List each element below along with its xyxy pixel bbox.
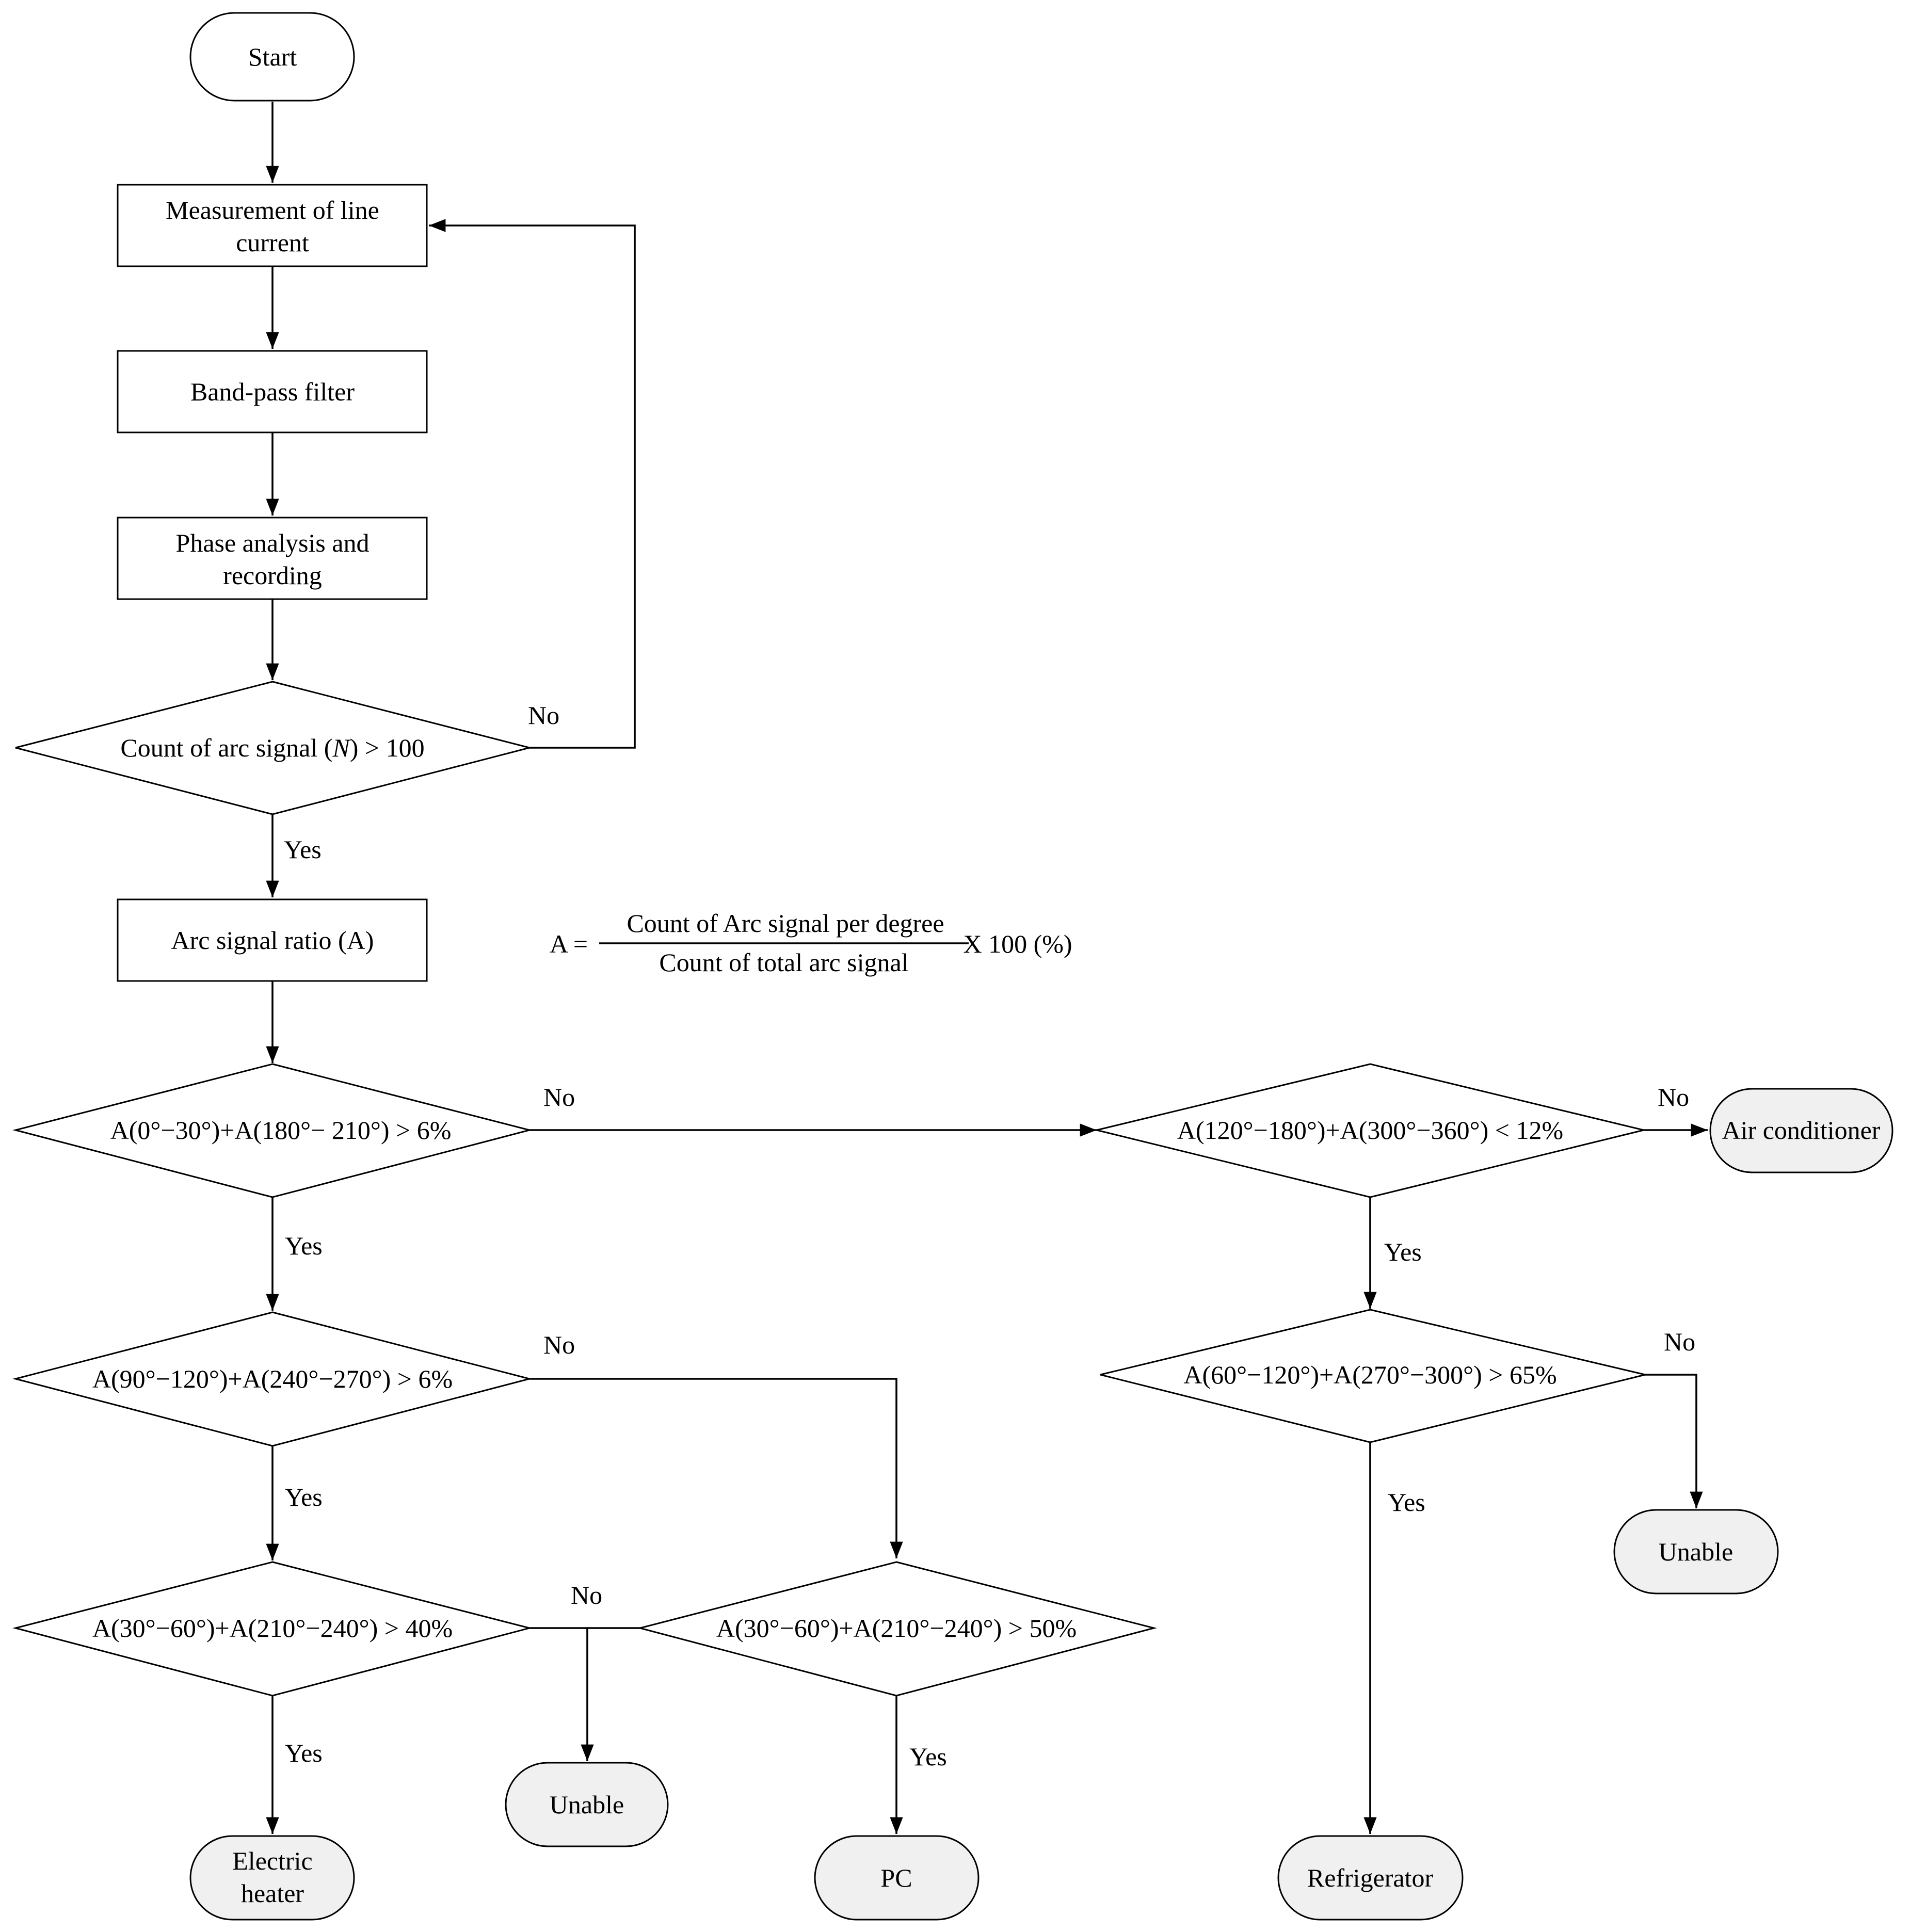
electric-heater-shape [189,1835,355,1921]
formula-rhs: X 100 (%) [963,929,1072,958]
label-d2-no: No [543,1330,575,1359]
label-d5-no: No [1658,1083,1689,1112]
measurement-label-line1: Measurement of line [166,196,379,224]
decision-6-diamond [1100,1309,1646,1443]
start-terminal: Start [189,12,355,102]
edge-d6-no [1645,1374,1703,1508]
terminal-refrigerator: Refrigerator [1277,1835,1464,1921]
nodes: Start Measurement of line current Band-p… [12,12,1893,1921]
decision-3-diamond [12,1561,533,1697]
count-label-prefix: Count of arc signal ( [120,733,332,762]
unable-right-label: Unable [1659,1537,1733,1566]
terminal-electric-heater: Electric heater [189,1835,355,1921]
label-d6-no: No [1664,1327,1695,1356]
measurement-box [117,184,428,267]
electric-heater-label-line1: Electric [232,1846,312,1875]
refrigerator-shape [1277,1835,1464,1921]
unable-middle-label: Unable [550,1790,624,1819]
ratio-formula: A = Count of Arc signal per degree Count… [550,909,1072,977]
edge-d3-no [529,1627,594,1761]
edge-d2-no [529,1378,903,1558]
label-d6-yes: Yes [1388,1488,1425,1517]
decision-3-label: A(30°−60°)+A(210°−240°) > 40% [92,1614,453,1643]
decision-4-label: A(30°−60°)+A(210°−240°) > 50% [716,1614,1077,1643]
count-label-var: N [332,733,351,762]
edges [266,102,1708,1834]
terminal-air-conditioner: Air conditioner [1709,1088,1893,1173]
terminal-unable-right: Unable [1613,1509,1779,1595]
label-d3-no: No [571,1581,602,1609]
formula-denominator: Count of total arc signal [659,948,908,977]
phase-label-line1: Phase analysis and [176,528,370,557]
decision-1: A(0°−30°)+A(180°− 210°) > 6% [12,1063,533,1198]
air-conditioner-label: Air conditioner [1722,1116,1881,1145]
count-decision: Count of arc signal (N) > 100 [15,681,530,815]
decision-4: A(30°−60°)+A(210°−240°) > 50% [637,1561,1157,1697]
measurement-process: Measurement of line current [117,184,428,267]
bandpass-process: Band-pass filter [117,350,428,433]
decision-5-diamond [1096,1063,1644,1198]
decision-6-label: A(60°−120°)+A(270°−300°) > 65% [1183,1360,1556,1389]
decision-4-diamond [637,1561,1157,1697]
electric-heater-label-line2: heater [241,1879,304,1908]
label-d3-yes: Yes [285,1738,323,1767]
terminal-pc: PC [814,1835,980,1921]
decision-1-label: A(0°−30°)+A(180°− 210°) > 6% [110,1116,452,1145]
ratio-label: Arc signal ratio (A) [171,926,374,955]
count-label: Count of arc signal (N) > 100 [120,733,424,762]
unable-right-shape [1613,1509,1779,1595]
bandpass-box [117,350,428,433]
label-d2-yes: Yes [285,1483,323,1511]
label-count-yes: Yes [284,835,322,864]
decision-6: A(60°−120°)+A(270°−300°) > 65% [1100,1309,1646,1443]
phase-label-line2: recording [223,561,322,590]
unable-middle-shape [505,1762,669,1847]
decision-2: A(90°−120°)+A(240°−270°) > 6% [12,1311,533,1447]
air-conditioner-shape [1709,1088,1893,1173]
start-label: Start [248,42,297,71]
label-d1-no: No [543,1083,575,1112]
label-d1-yes: Yes [285,1231,323,1260]
label-count-no: No [528,701,559,730]
terminal-unable-middle: Unable [505,1762,669,1847]
phase-process: Phase analysis and recording [117,517,428,600]
decision-5: A(120°−180°)+A(300°−360°) < 12% [1096,1063,1644,1198]
decision-1-diamond [12,1063,533,1198]
ratio-process: Arc signal ratio (A) [117,898,428,982]
decision-5-label: A(120°−180°)+A(300°−360°) < 12% [1177,1116,1563,1145]
count-diamond [15,681,530,815]
bandpass-label: Band-pass filter [190,377,355,406]
edge-labels: No Yes No Yes No Yes No Yes Yes No Yes N… [284,701,1695,1771]
pc-label: PC [880,1863,912,1892]
ratio-box [117,898,428,982]
formula-lhs: A = [550,929,588,958]
decision-2-label: A(90°−120°)+A(240°−270°) > 6% [92,1364,453,1393]
pc-shape [814,1835,980,1921]
edge-count-no-loop [429,219,636,749]
label-d4-yes: Yes [909,1742,947,1771]
count-label-suffix: ) > 100 [350,733,425,762]
decision-3: A(30°−60°)+A(210°−240°) > 40% [12,1561,533,1697]
formula-numerator: Count of Arc signal per degree [627,909,944,938]
phase-box [117,517,428,600]
refrigerator-label: Refrigerator [1307,1863,1434,1892]
measurement-label-line2: current [236,228,309,257]
decision-2-diamond [12,1311,533,1447]
start-shape [189,12,355,102]
label-d5-yes: Yes [1384,1237,1422,1266]
